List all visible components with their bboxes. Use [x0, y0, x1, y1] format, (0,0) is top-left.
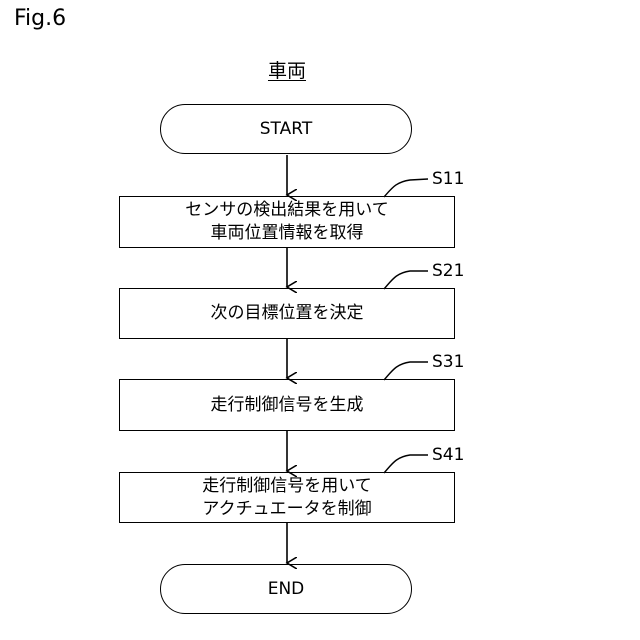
process-text-line: 走行制御信号を用いて	[202, 475, 372, 498]
step-id-s41: S41	[432, 445, 464, 465]
process-text-line: 次の目標位置を決定	[211, 302, 364, 325]
process-text-line: 走行制御信号を生成	[211, 394, 364, 417]
end-label: END	[268, 579, 305, 599]
leader-s41	[384, 455, 428, 473]
step-id-s31: S31	[432, 352, 464, 372]
leader-s21	[384, 271, 428, 289]
leader-s31	[384, 362, 428, 380]
start-label: START	[260, 119, 312, 139]
leader-s11	[384, 179, 428, 197]
step-id-s21: S21	[432, 261, 464, 281]
process-text-line: センサの検出結果を用いて	[185, 199, 389, 222]
process-box-s11: センサの検出結果を用いて 車両位置情報を取得	[119, 196, 455, 248]
process-box-s31: 走行制御信号を生成	[119, 379, 455, 431]
end-terminal: END	[160, 564, 412, 614]
process-box-s41: 走行制御信号を用いて アクチュエータを制御	[119, 472, 455, 523]
process-box-s21: 次の目標位置を決定	[119, 288, 455, 339]
process-text-line: 車両位置情報を取得	[211, 222, 364, 245]
process-text-line: アクチュエータを制御	[202, 498, 371, 521]
start-terminal: START	[160, 104, 412, 154]
step-id-s11: S11	[432, 169, 464, 189]
